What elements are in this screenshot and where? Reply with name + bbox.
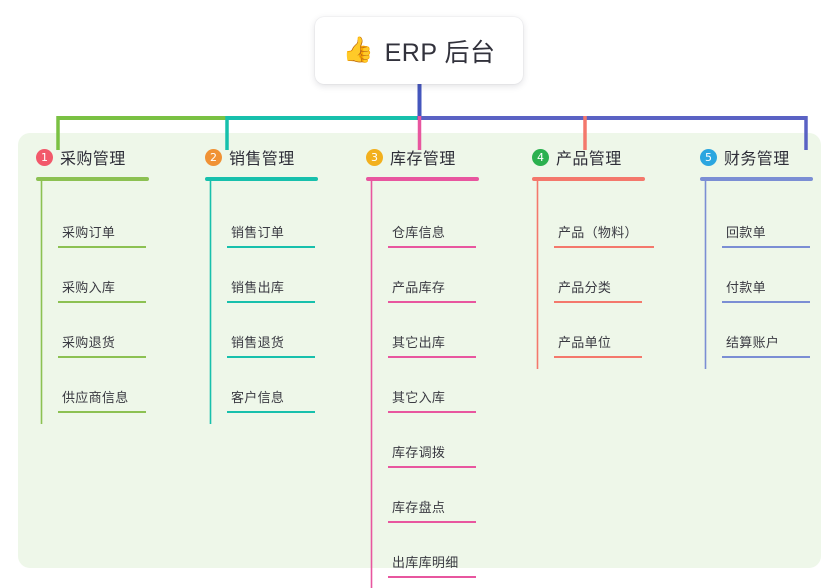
list-item-underline	[58, 411, 146, 413]
list-item-underline	[722, 246, 810, 248]
page-title: ERP 后台	[384, 38, 496, 67]
list-item-underline	[388, 576, 476, 578]
list-item[interactable]: 付款单	[722, 248, 810, 303]
list-item-underline	[227, 301, 315, 303]
column-title: 销售管理	[229, 151, 295, 168]
list-item-label: 仓库信息	[392, 225, 446, 240]
column-header-2[interactable]: 2 销售管理	[205, 146, 318, 168]
list-item[interactable]: 客户信息	[227, 358, 315, 413]
list-item-label: 产品（物料）	[558, 225, 638, 240]
list-item-underline	[227, 356, 315, 358]
list-item-label: 回款单	[726, 225, 766, 240]
list-item-label: 销售订单	[231, 225, 285, 240]
list-item[interactable]: 采购退货	[58, 303, 146, 358]
thumbs-up-emoji: 👍	[342, 36, 374, 64]
list-item[interactable]: 采购入库	[58, 248, 146, 303]
list-item-underline	[227, 411, 315, 413]
list-item-label: 付款单	[726, 280, 766, 295]
number-badge-icon: 4	[532, 148, 549, 166]
list-item[interactable]: 采购订单	[58, 193, 146, 248]
column-underline	[700, 177, 813, 181]
list-item-label: 出库库明细	[392, 555, 459, 570]
list-item-label: 采购退货	[62, 335, 116, 350]
list-item-label: 库存盘点	[392, 500, 446, 515]
list-item[interactable]: 库存调拨	[388, 413, 476, 468]
list-item-label: 产品单位	[558, 335, 612, 350]
list-item-underline	[722, 356, 810, 358]
column-库存管理: 3 库存管理仓库信息产品库存其它出库其它入库库存调拨库存盘点出库库明细	[366, 146, 479, 578]
column-underline	[205, 177, 318, 181]
column-items: 产品（物料） 产品分类产品单位	[532, 193, 654, 358]
column-采购管理: 1 采购管理采购订单采购入库采购退货供应商信息	[36, 146, 149, 413]
list-item[interactable]: 出库库明细	[388, 523, 476, 578]
column-title: 产品管理	[556, 151, 622, 168]
column-header-1[interactable]: 1 采购管理	[36, 146, 149, 168]
list-item-underline	[388, 521, 476, 523]
list-item-underline	[58, 246, 146, 248]
column-header-4[interactable]: 4 产品管理	[532, 146, 645, 168]
list-item[interactable]: 产品分类	[554, 248, 642, 303]
number-badge-icon: 2	[205, 148, 222, 166]
list-item[interactable]: 产品库存	[388, 248, 476, 303]
list-item[interactable]: 产品单位	[554, 303, 642, 358]
list-item-underline	[388, 301, 476, 303]
list-item-underline	[554, 301, 642, 303]
column-title: 库存管理	[390, 151, 456, 168]
number-badge-icon: 1	[36, 148, 53, 166]
list-item[interactable]: 仓库信息	[388, 193, 476, 248]
list-item-label: 供应商信息	[62, 390, 129, 405]
number-badge-icon: 3	[366, 148, 383, 166]
column-items: 采购订单采购入库采购退货供应商信息	[36, 193, 149, 413]
list-item-label: 库存调拨	[392, 445, 446, 460]
list-item-label: 产品库存	[392, 280, 446, 295]
column-header-3[interactable]: 3 库存管理	[366, 146, 479, 168]
list-item-underline	[227, 246, 315, 248]
column-title: 财务管理	[724, 151, 790, 168]
list-item-underline	[58, 356, 146, 358]
list-item[interactable]: 销售出库	[227, 248, 315, 303]
list-item-underline	[388, 411, 476, 413]
list-item-underline	[388, 246, 476, 248]
column-underline	[36, 177, 149, 181]
list-item-label: 结算账户	[726, 335, 780, 350]
column-items: 仓库信息产品库存其它出库其它入库库存调拨库存盘点出库库明细	[366, 193, 479, 578]
content-panel	[18, 133, 821, 568]
list-item[interactable]: 库存盘点	[388, 468, 476, 523]
list-item[interactable]: 供应商信息	[58, 358, 146, 413]
column-财务管理: 5 财务管理回款单付款单结算账户	[700, 146, 813, 358]
list-item[interactable]: 其它出库	[388, 303, 476, 358]
list-item-underline	[388, 466, 476, 468]
list-item[interactable]: 回款单	[722, 193, 810, 248]
column-销售管理: 2 销售管理销售订单销售出库销售退货客户信息	[205, 146, 318, 413]
column-header-5[interactable]: 5 财务管理	[700, 146, 813, 168]
list-item[interactable]: 销售订单	[227, 193, 315, 248]
list-item-label: 其它入库	[392, 390, 446, 405]
list-item-label: 其它出库	[392, 335, 446, 350]
list-item-label: 销售退货	[231, 335, 285, 350]
list-item-underline	[58, 301, 146, 303]
list-item-label: 客户信息	[231, 390, 285, 405]
column-title: 采购管理	[60, 151, 126, 168]
column-items: 回款单付款单结算账户	[700, 193, 813, 358]
list-item-underline	[554, 246, 654, 248]
list-item[interactable]: 其它入库	[388, 358, 476, 413]
list-item-underline	[722, 301, 810, 303]
column-underline	[366, 177, 479, 181]
list-item[interactable]: 结算账户	[722, 303, 810, 358]
root-title-card[interactable]: 👍 ERP 后台	[315, 17, 523, 84]
list-item-label: 产品分类	[558, 280, 612, 295]
column-items: 销售订单销售出库销售退货客户信息	[205, 193, 318, 413]
list-item-label: 采购入库	[62, 280, 116, 295]
number-badge-icon: 5	[700, 148, 717, 166]
list-item[interactable]: 销售退货	[227, 303, 315, 358]
list-item-underline	[388, 356, 476, 358]
column-underline	[532, 177, 645, 181]
list-item[interactable]: 产品（物料）	[554, 193, 654, 248]
list-item-underline	[554, 356, 642, 358]
list-item-label: 销售出库	[231, 280, 285, 295]
list-item-label: 采购订单	[62, 225, 116, 240]
column-产品管理: 4 产品管理产品（物料） 产品分类产品单位	[532, 146, 654, 358]
